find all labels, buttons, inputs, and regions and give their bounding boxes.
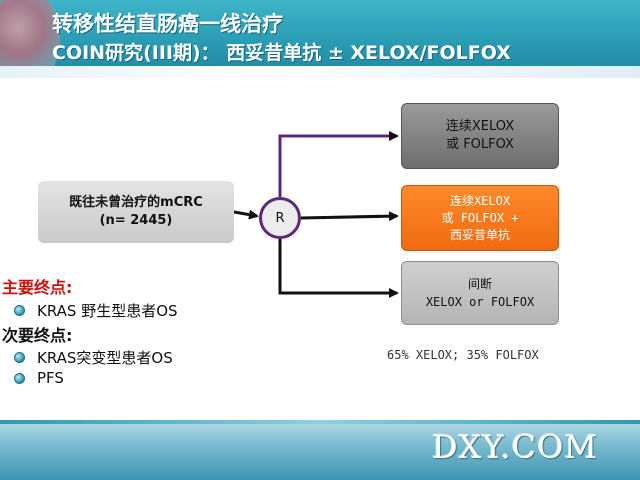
title-line-1: 转移性结直肠癌一线治疗: [52, 12, 283, 36]
header-decoration: [0, 0, 60, 78]
primary-endpoint-item: KRAS 野生型患者OS: [14, 300, 178, 321]
arm-2-line-2: 或 FOLFOX +: [441, 210, 519, 225]
arm-3-line-2: XELOX or FOLFOX: [425, 295, 535, 309]
footer-line: [0, 420, 640, 424]
arm-2-line-3: 西妥昔单抗: [449, 227, 510, 242]
arm-continuous-chemo-cetuximab: 连续XELOX 或 FOLFOX + 西妥昔单抗: [401, 185, 559, 251]
title-line-2: COIN研究(III期)： 西妥昔单抗 ± XELOX/FOLFOX: [52, 42, 511, 64]
regimen-split-note: 65% XELOX; 35% FOLFOX: [387, 348, 539, 362]
secondary-endpoint-text-1: KRAS突变型患者OS: [37, 349, 173, 367]
watermark-logo: DXY.COM: [432, 428, 599, 466]
arm-intermittent-chemo: 间断 XELOX or FOLFOX: [401, 261, 559, 325]
primary-endpoint-text: KRAS 野生型患者OS: [37, 302, 178, 320]
secondary-endpoint-text-2: PFS: [37, 369, 64, 387]
arm-1-line-2: 或 FOLFOX: [446, 137, 514, 152]
arm-1-line-1: 连续XELOX: [445, 119, 515, 134]
connector-population-to-r: [233, 209, 259, 220]
bullet-icon: [14, 305, 25, 316]
secondary-endpoint-heading: 次要终点:: [2, 326, 73, 345]
connector-r-to-top-arm: [278, 131, 399, 197]
population-box: 既往未曾治疗的mCRC (n= 2445): [38, 181, 234, 243]
arm-3-line-1: 间断: [467, 277, 492, 291]
arm-2-line-1: 连续XELOX: [449, 193, 511, 208]
population-line-1: 既往未曾治疗的mCRC: [69, 195, 203, 210]
population-line-2: (n= 2445): [99, 213, 173, 228]
header-banner: 转移性结直肠癌一线治疗 COIN研究(III期)： 西妥昔单抗 ± XELOX/…: [0, 0, 640, 78]
secondary-endpoint-item: PFS: [14, 369, 64, 387]
randomization-node: R: [259, 197, 301, 239]
bullet-icon: [14, 352, 25, 363]
connector-r-to-bottom-arm: [278, 239, 399, 298]
connector-r-to-mid-arm: [300, 211, 399, 222]
secondary-endpoint-item: KRAS突变型患者OS: [14, 347, 173, 368]
footer-band: [0, 420, 640, 480]
arm-continuous-chemo: 连续XELOX 或 FOLFOX: [401, 103, 559, 169]
bullet-icon: [14, 372, 25, 384]
primary-endpoint-heading: 主要终点:: [2, 278, 73, 297]
header-stripe: [0, 66, 640, 78]
randomization-label: R: [275, 210, 285, 226]
